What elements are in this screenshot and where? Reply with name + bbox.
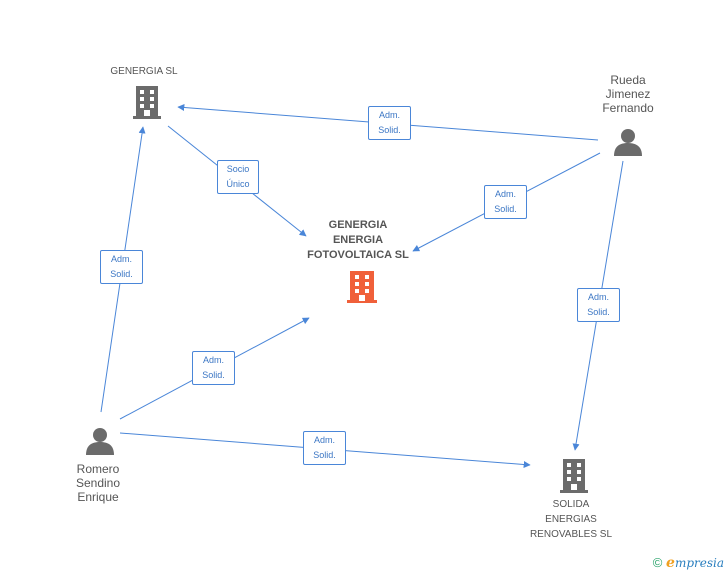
rueda-label-line: Rueda [610, 73, 646, 87]
edge-label-rueda-solida: Adm. Solid. [577, 288, 620, 322]
edge-label-line: Adm. [202, 355, 224, 365]
empresia-brand[interactable]: © empresia [653, 555, 724, 571]
edge-label-line: Solid. [313, 450, 336, 460]
brand-name: mpresia [674, 556, 724, 570]
main-building-icon [347, 271, 377, 303]
edge-label-line: Adm. [587, 292, 609, 302]
node-genergia-sl-label[interactable]: GENERGIA SL [110, 66, 178, 77]
person-icon [86, 428, 114, 455]
node-romero-label[interactable]: Romero Sendino Enrique [56, 462, 140, 504]
node-main-company-label[interactable]: GENERGIA ENERGIA FOTOVOLTAICA SL [288, 218, 428, 263]
edge-label-genergia-center: Socio Único [217, 160, 259, 194]
edge-label-line: Solid. [202, 370, 225, 380]
solida-label-line: RENOVABLES SL [529, 529, 613, 540]
main-company-label-line: GENERGIA [328, 219, 388, 231]
solida-label-line: ENERGIAS [545, 514, 597, 525]
node-rueda-label[interactable]: Rueda Jimenez Fernando [586, 73, 670, 115]
person-icon [614, 129, 642, 156]
romero-label-line: Sendino [75, 476, 121, 490]
edge-label-line: Adm. [378, 110, 400, 120]
rueda-label-line: Fernando [602, 101, 654, 115]
edge-label-line: Socio [226, 164, 250, 174]
edge-label-romero-center: Adm. Solid. [192, 351, 235, 385]
edge-label-rueda-center: Adm. Solid. [484, 185, 527, 219]
main-company-label-line: ENERGIA [332, 234, 384, 246]
edge-label-line: Solid. [378, 125, 401, 135]
edge-label-romero-genergia: Adm. Solid. [100, 250, 143, 284]
edge-label-line: Adm. [494, 189, 516, 199]
solida-label-line: SOLIDA [552, 499, 590, 510]
romero-label-line: Enrique [77, 490, 119, 504]
romero-label-line: Romero [76, 462, 120, 476]
edge-label-line: Solid. [494, 204, 517, 214]
rueda-label-line: Jimenez [605, 87, 651, 101]
edge-label-line: Solid. [110, 269, 133, 279]
edge-label-line: Adm. [313, 435, 335, 445]
edge-label-line: Único [226, 179, 250, 189]
edge-label-romero-solida: Adm. Solid. [303, 431, 346, 465]
brand-initial: e [666, 555, 675, 571]
brand-logo: empresia [666, 555, 724, 571]
building-icon [133, 86, 161, 119]
copyright-symbol: © [652, 555, 663, 570]
node-solida-label[interactable]: SOLIDA ENERGIAS RENOVABLES SL [516, 497, 626, 542]
edge-label-line: Solid. [587, 307, 610, 317]
main-company-label-line: FOTOVOLTAICA SL [307, 249, 409, 261]
edge-label-line: Adm. [110, 254, 132, 264]
building-icon [560, 459, 588, 493]
edge-label-rueda-genergia: Adm. Solid. [368, 106, 411, 140]
